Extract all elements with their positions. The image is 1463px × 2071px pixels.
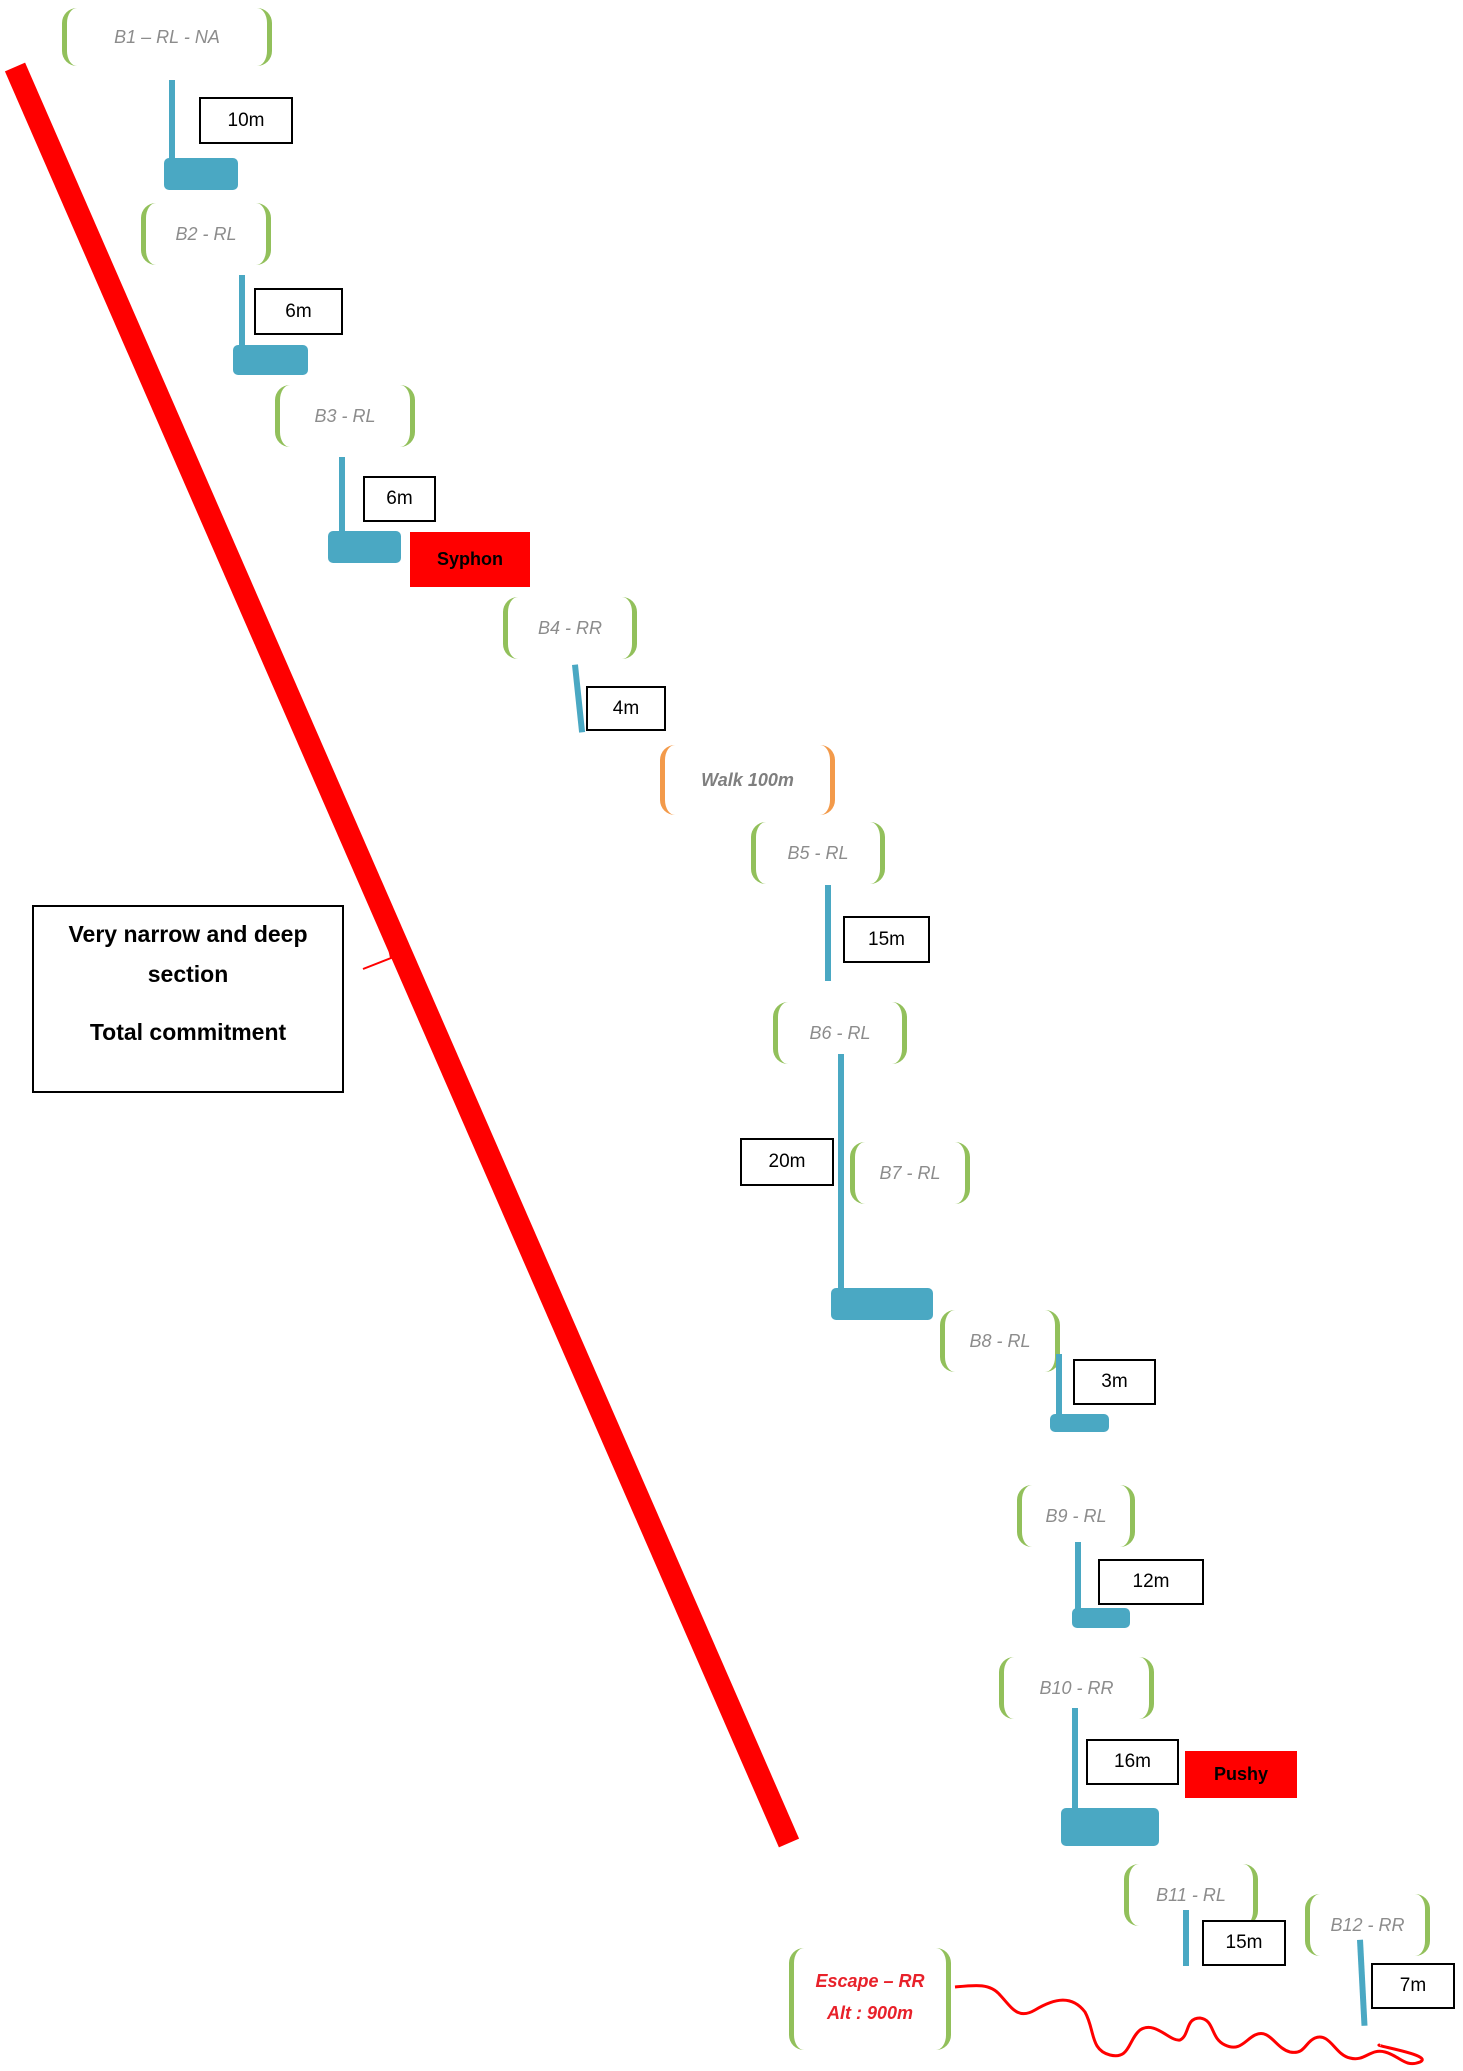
- anchor-b10: B10 - RR: [999, 1657, 1154, 1719]
- anchor-b6: B6 - RL: [773, 1002, 907, 1064]
- pool-b8: [1050, 1414, 1109, 1432]
- pool-b1: [164, 158, 238, 190]
- anchor-b3-label: B3 - RL: [314, 406, 376, 426]
- drop-b8: 3m: [1073, 1359, 1156, 1405]
- commitment-bar: [4, 62, 800, 1848]
- drop-b5: 15m: [843, 916, 930, 963]
- anchor-b9: B9 - RL: [1017, 1485, 1135, 1547]
- drop-b11: 15m: [1202, 1920, 1286, 1966]
- anchor-b12: B12 - RR: [1305, 1894, 1430, 1956]
- commitment-note: Very narrow and deep section Total commi…: [32, 905, 344, 1093]
- rope-b9: [1075, 1542, 1081, 1624]
- pool-b9: [1072, 1608, 1130, 1628]
- anchor-b2: B2 - RL: [141, 203, 271, 265]
- anchor-b12-label: B12 - RR: [1330, 1915, 1405, 1935]
- drop-b1: 10m: [199, 97, 293, 144]
- escape-label-1: Escape – RR: [815, 1970, 925, 1991]
- escape-river: [954, 1983, 1424, 2066]
- rope-b5: [825, 885, 831, 981]
- anchor-b11-label: B11 - RL: [1156, 1885, 1226, 1905]
- anchor-b8: B8 - RL: [940, 1310, 1060, 1372]
- anchor-walk: Walk 100m: [660, 745, 835, 815]
- rope-b10: [1072, 1708, 1078, 1818]
- escape-label-2: Alt : 900m: [826, 2003, 914, 2024]
- anchor-b7: B7 - RL: [850, 1142, 970, 1204]
- rope-b6: [838, 1054, 844, 1318]
- drop-b2: 6m: [254, 288, 343, 335]
- pool-b2: [233, 345, 308, 375]
- pool-b3: [328, 531, 401, 563]
- note-pointer: [362, 937, 393, 970]
- rope-b1: [169, 80, 175, 162]
- anchor-b4: B4 - RR: [503, 597, 637, 659]
- anchor-b11: B11 - RL: [1124, 1864, 1258, 1926]
- note-line-3: Total commitment: [89, 1019, 287, 1045]
- rope-b8: [1056, 1354, 1062, 1426]
- drop-b3: 6m: [363, 476, 436, 522]
- anchor-b10-label: B10 - RR: [1039, 1678, 1114, 1698]
- walk-label: Walk 100m: [701, 770, 794, 790]
- anchor-b6-label: B6 - RL: [809, 1023, 871, 1043]
- anchor-b5: B5 - RL: [751, 822, 885, 884]
- anchor-b9-label: B9 - RL: [1045, 1506, 1107, 1526]
- anchor-b5-label: B5 - RL: [787, 843, 849, 863]
- note-line-1: Very narrow and deep: [68, 921, 308, 947]
- anchor-b1: B1 – RL - NA: [62, 8, 272, 66]
- syphon-warning: Syphon: [410, 532, 530, 587]
- anchor-b4-label: B4 - RR: [537, 618, 602, 638]
- rope-b11: [1183, 1910, 1189, 1966]
- pool-b6: [831, 1288, 933, 1320]
- drop-b6: 20m: [740, 1138, 834, 1186]
- rope-b3: [339, 457, 345, 535]
- anchor-b1-label: B1 – RL - NA: [114, 27, 220, 47]
- drop-b12: 7m: [1371, 1963, 1455, 2009]
- anchor-b3: B3 - RL: [275, 385, 415, 447]
- anchor-escape: Escape – RR Alt : 900m: [789, 1948, 951, 2050]
- anchor-b8-label: B8 - RL: [969, 1331, 1031, 1351]
- drop-b4: 4m: [586, 686, 666, 731]
- drop-b9: 12m: [1098, 1559, 1204, 1605]
- rope-b2: [239, 275, 245, 347]
- drop-b10: 16m: [1086, 1739, 1179, 1785]
- anchor-b7-label: B7 - RL: [879, 1163, 941, 1183]
- anchor-b2-label: B2 - RL: [175, 224, 237, 244]
- pushy-warning: Pushy: [1185, 1751, 1297, 1798]
- pool-b10: [1061, 1808, 1159, 1846]
- note-line-2: section: [147, 961, 229, 987]
